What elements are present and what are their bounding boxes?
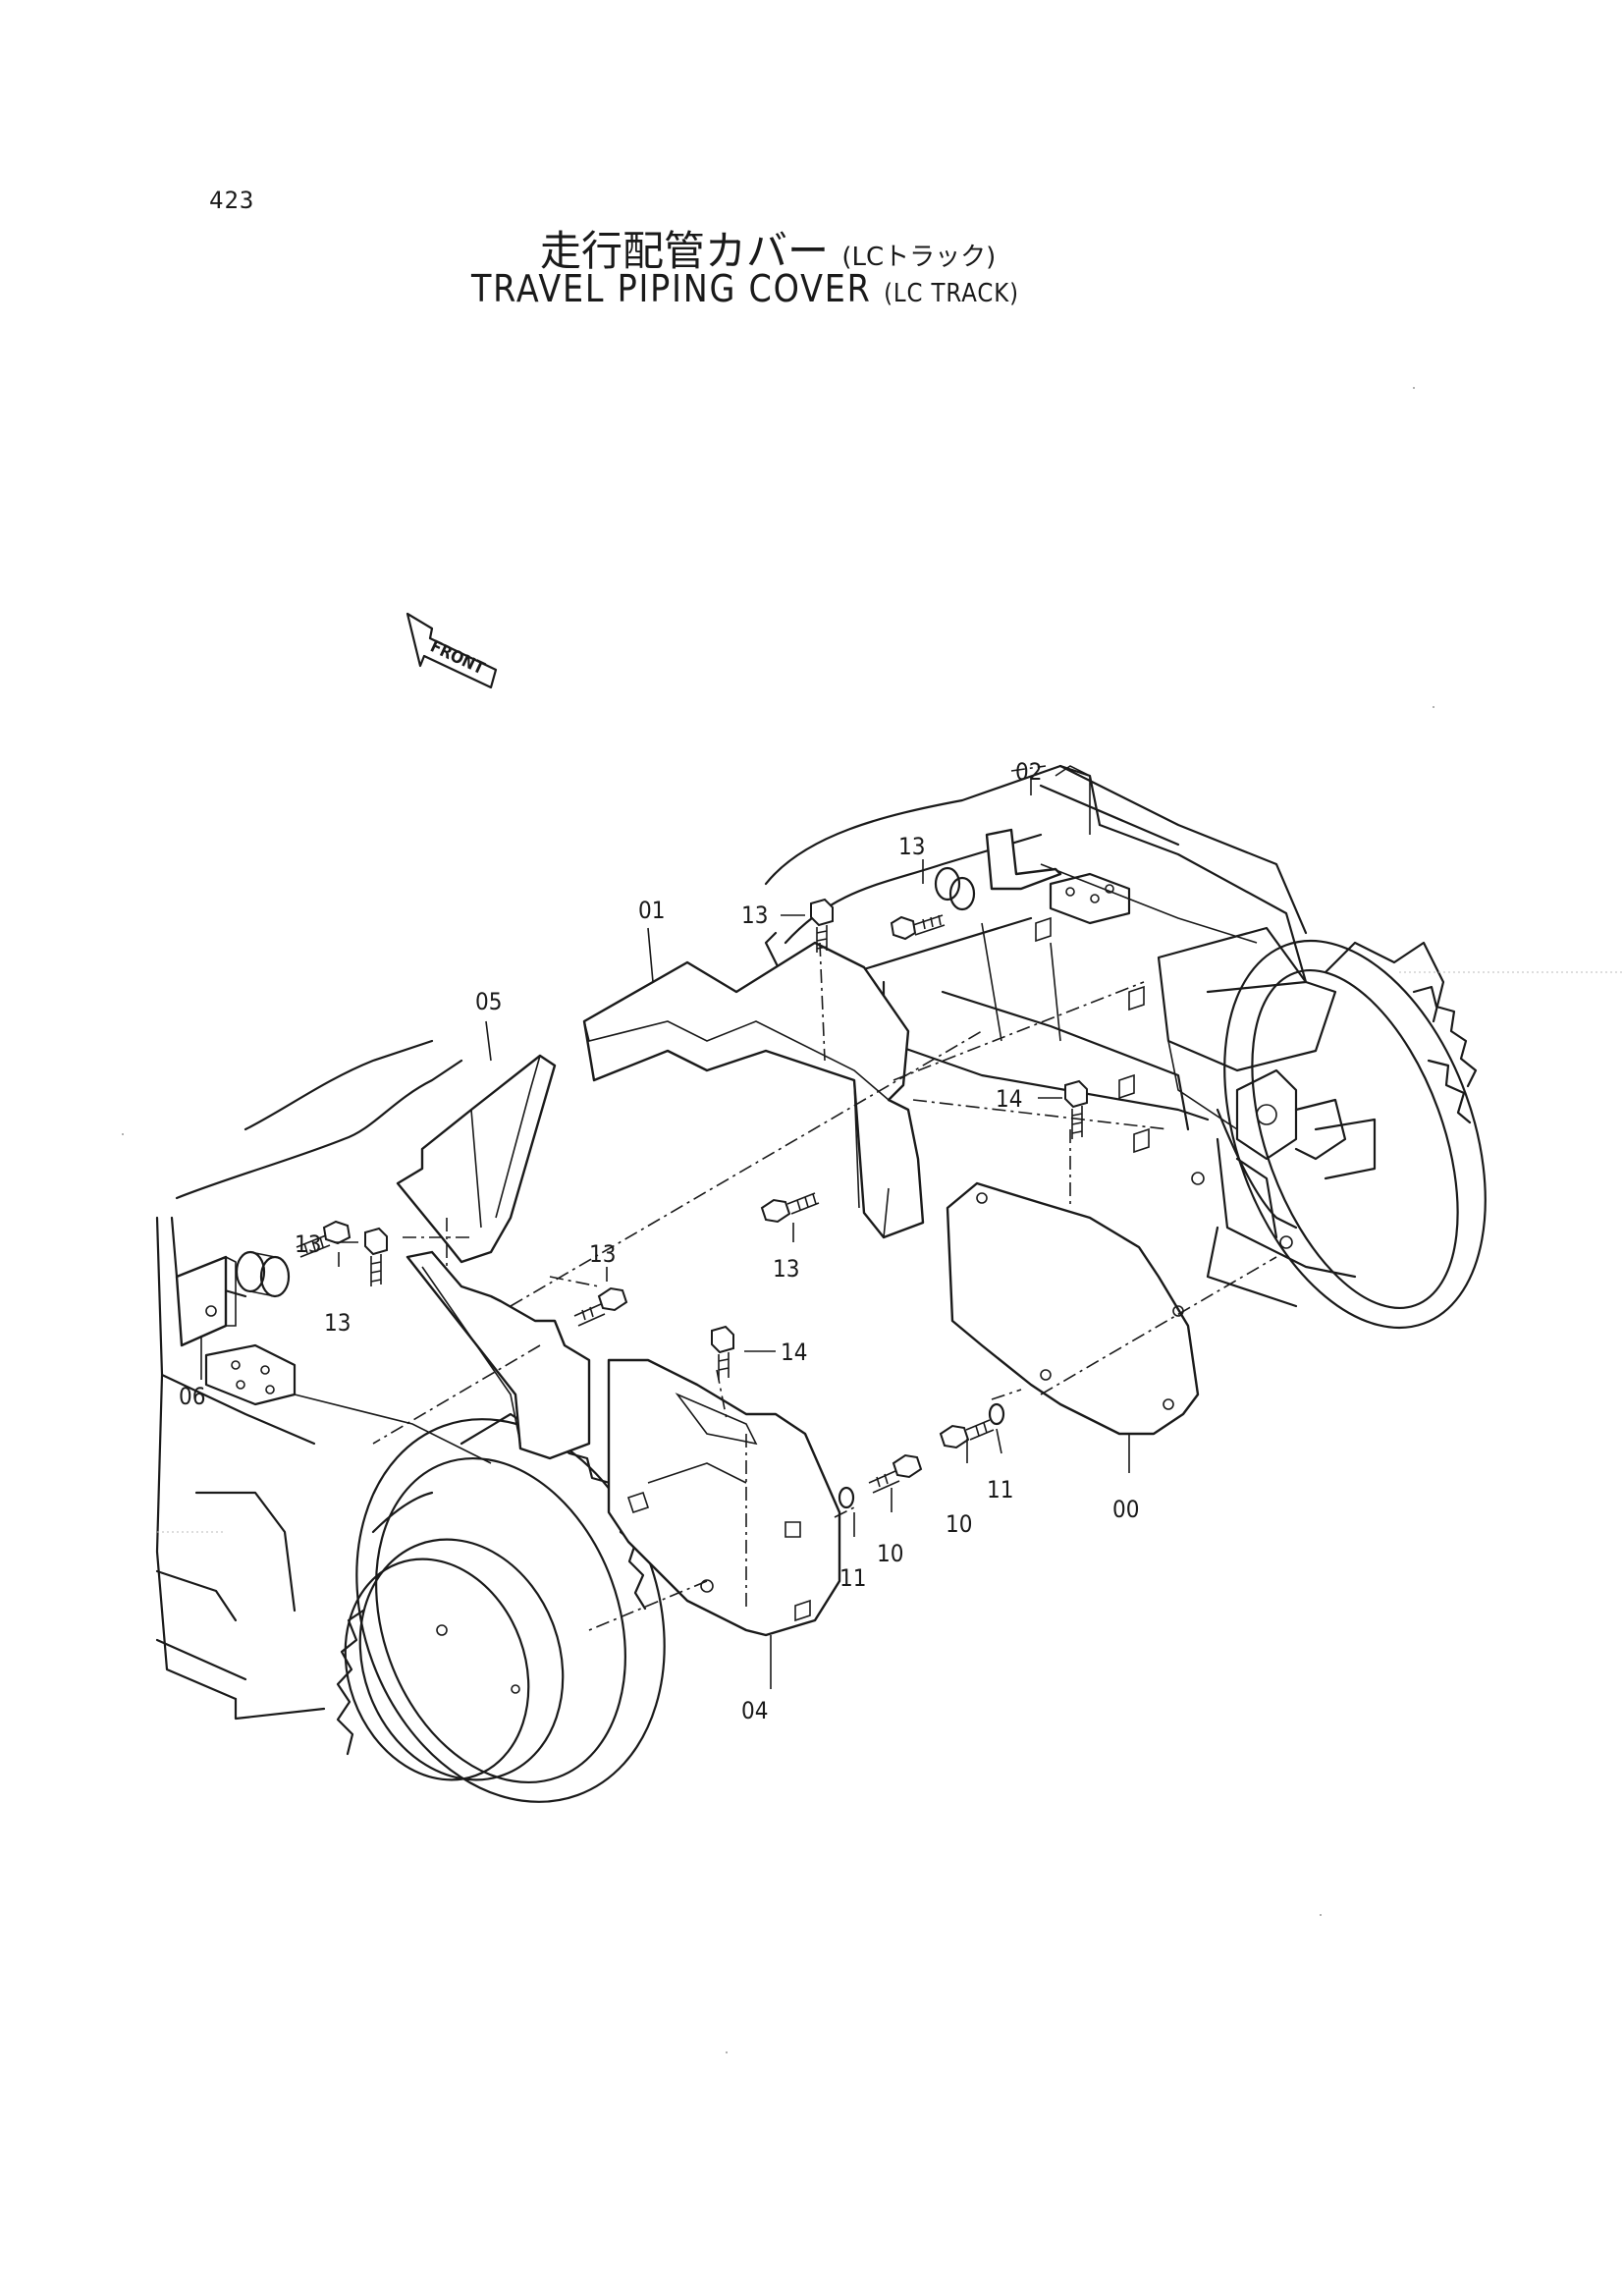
title-english-main: TRAVEL PIPING COVER <box>471 267 872 310</box>
part-05-piping-cover <box>396 1054 557 1264</box>
washer-11-left <box>838 1486 855 1509</box>
bolt-14-right <box>1064 1079 1088 1139</box>
callouts: 02 13 13 01 05 14 13 13 13 13 14 06 00 1… <box>179 758 1139 1724</box>
bolt-13-left-lower <box>296 1220 352 1258</box>
bolt-13-center <box>573 1286 628 1327</box>
callout-13: 13 <box>324 1309 351 1337</box>
washer-11-right <box>988 1402 1005 1426</box>
bolt-13-right <box>890 914 946 941</box>
bolt-13-top <box>810 898 834 953</box>
page-number: 423 <box>209 187 255 214</box>
callout-13: 13 <box>589 1240 616 1268</box>
bolts <box>296 898 1088 1509</box>
part-04-side-cover <box>607 1358 841 1637</box>
track-frame-front <box>155 1039 492 1721</box>
bolt-10-right <box>939 1419 995 1449</box>
title-japanese-sub: (LCトラック) <box>841 243 997 272</box>
callout-02: 02 <box>1015 758 1042 786</box>
rear-drive-hub <box>1191 939 1487 1330</box>
part-00-side-cover <box>946 1181 1200 1436</box>
callout-04: 04 <box>741 1697 768 1724</box>
bolt-13-left-top <box>364 1227 388 1286</box>
callout-01: 01 <box>638 897 665 924</box>
callout-11: 11 <box>987 1476 1013 1503</box>
scan-marks <box>122 387 1623 2053</box>
callout-00: 00 <box>1112 1496 1139 1523</box>
part-02-bracket <box>985 828 1062 891</box>
callout-13: 13 <box>898 833 925 860</box>
callout-13: 13 <box>741 902 768 929</box>
bolt-14-center <box>711 1325 734 1380</box>
front-arrow: FRONT <box>406 612 498 689</box>
bolt-13-middle <box>760 1192 820 1224</box>
callout-10: 10 <box>877 1540 903 1567</box>
callout-11: 11 <box>839 1564 866 1592</box>
callout-05: 05 <box>475 988 502 1015</box>
callout-14: 14 <box>996 1085 1022 1113</box>
title-english-sub: (LC TRACK) <box>884 279 1019 308</box>
callout-13: 13 <box>773 1255 799 1283</box>
title-japanese: 走行配管カバー (LCトラック) <box>540 218 996 278</box>
callout-14: 14 <box>781 1339 807 1366</box>
part-05-lower-plate <box>406 1250 591 1460</box>
assembly-lines <box>372 765 1277 1631</box>
callout-13: 13 <box>295 1230 321 1258</box>
leader-lines <box>200 776 1130 1689</box>
title-japanese-main: 走行配管カバー <box>540 227 830 275</box>
callout-06: 06 <box>179 1383 205 1410</box>
callout-10: 10 <box>946 1510 972 1538</box>
title-english: TRAVEL PIPING COVER (LC TRACK) <box>471 267 1019 310</box>
track-frame-rear <box>764 764 1337 1154</box>
bolt-10-left <box>868 1453 923 1494</box>
part-01-piping-cover <box>582 941 925 1239</box>
